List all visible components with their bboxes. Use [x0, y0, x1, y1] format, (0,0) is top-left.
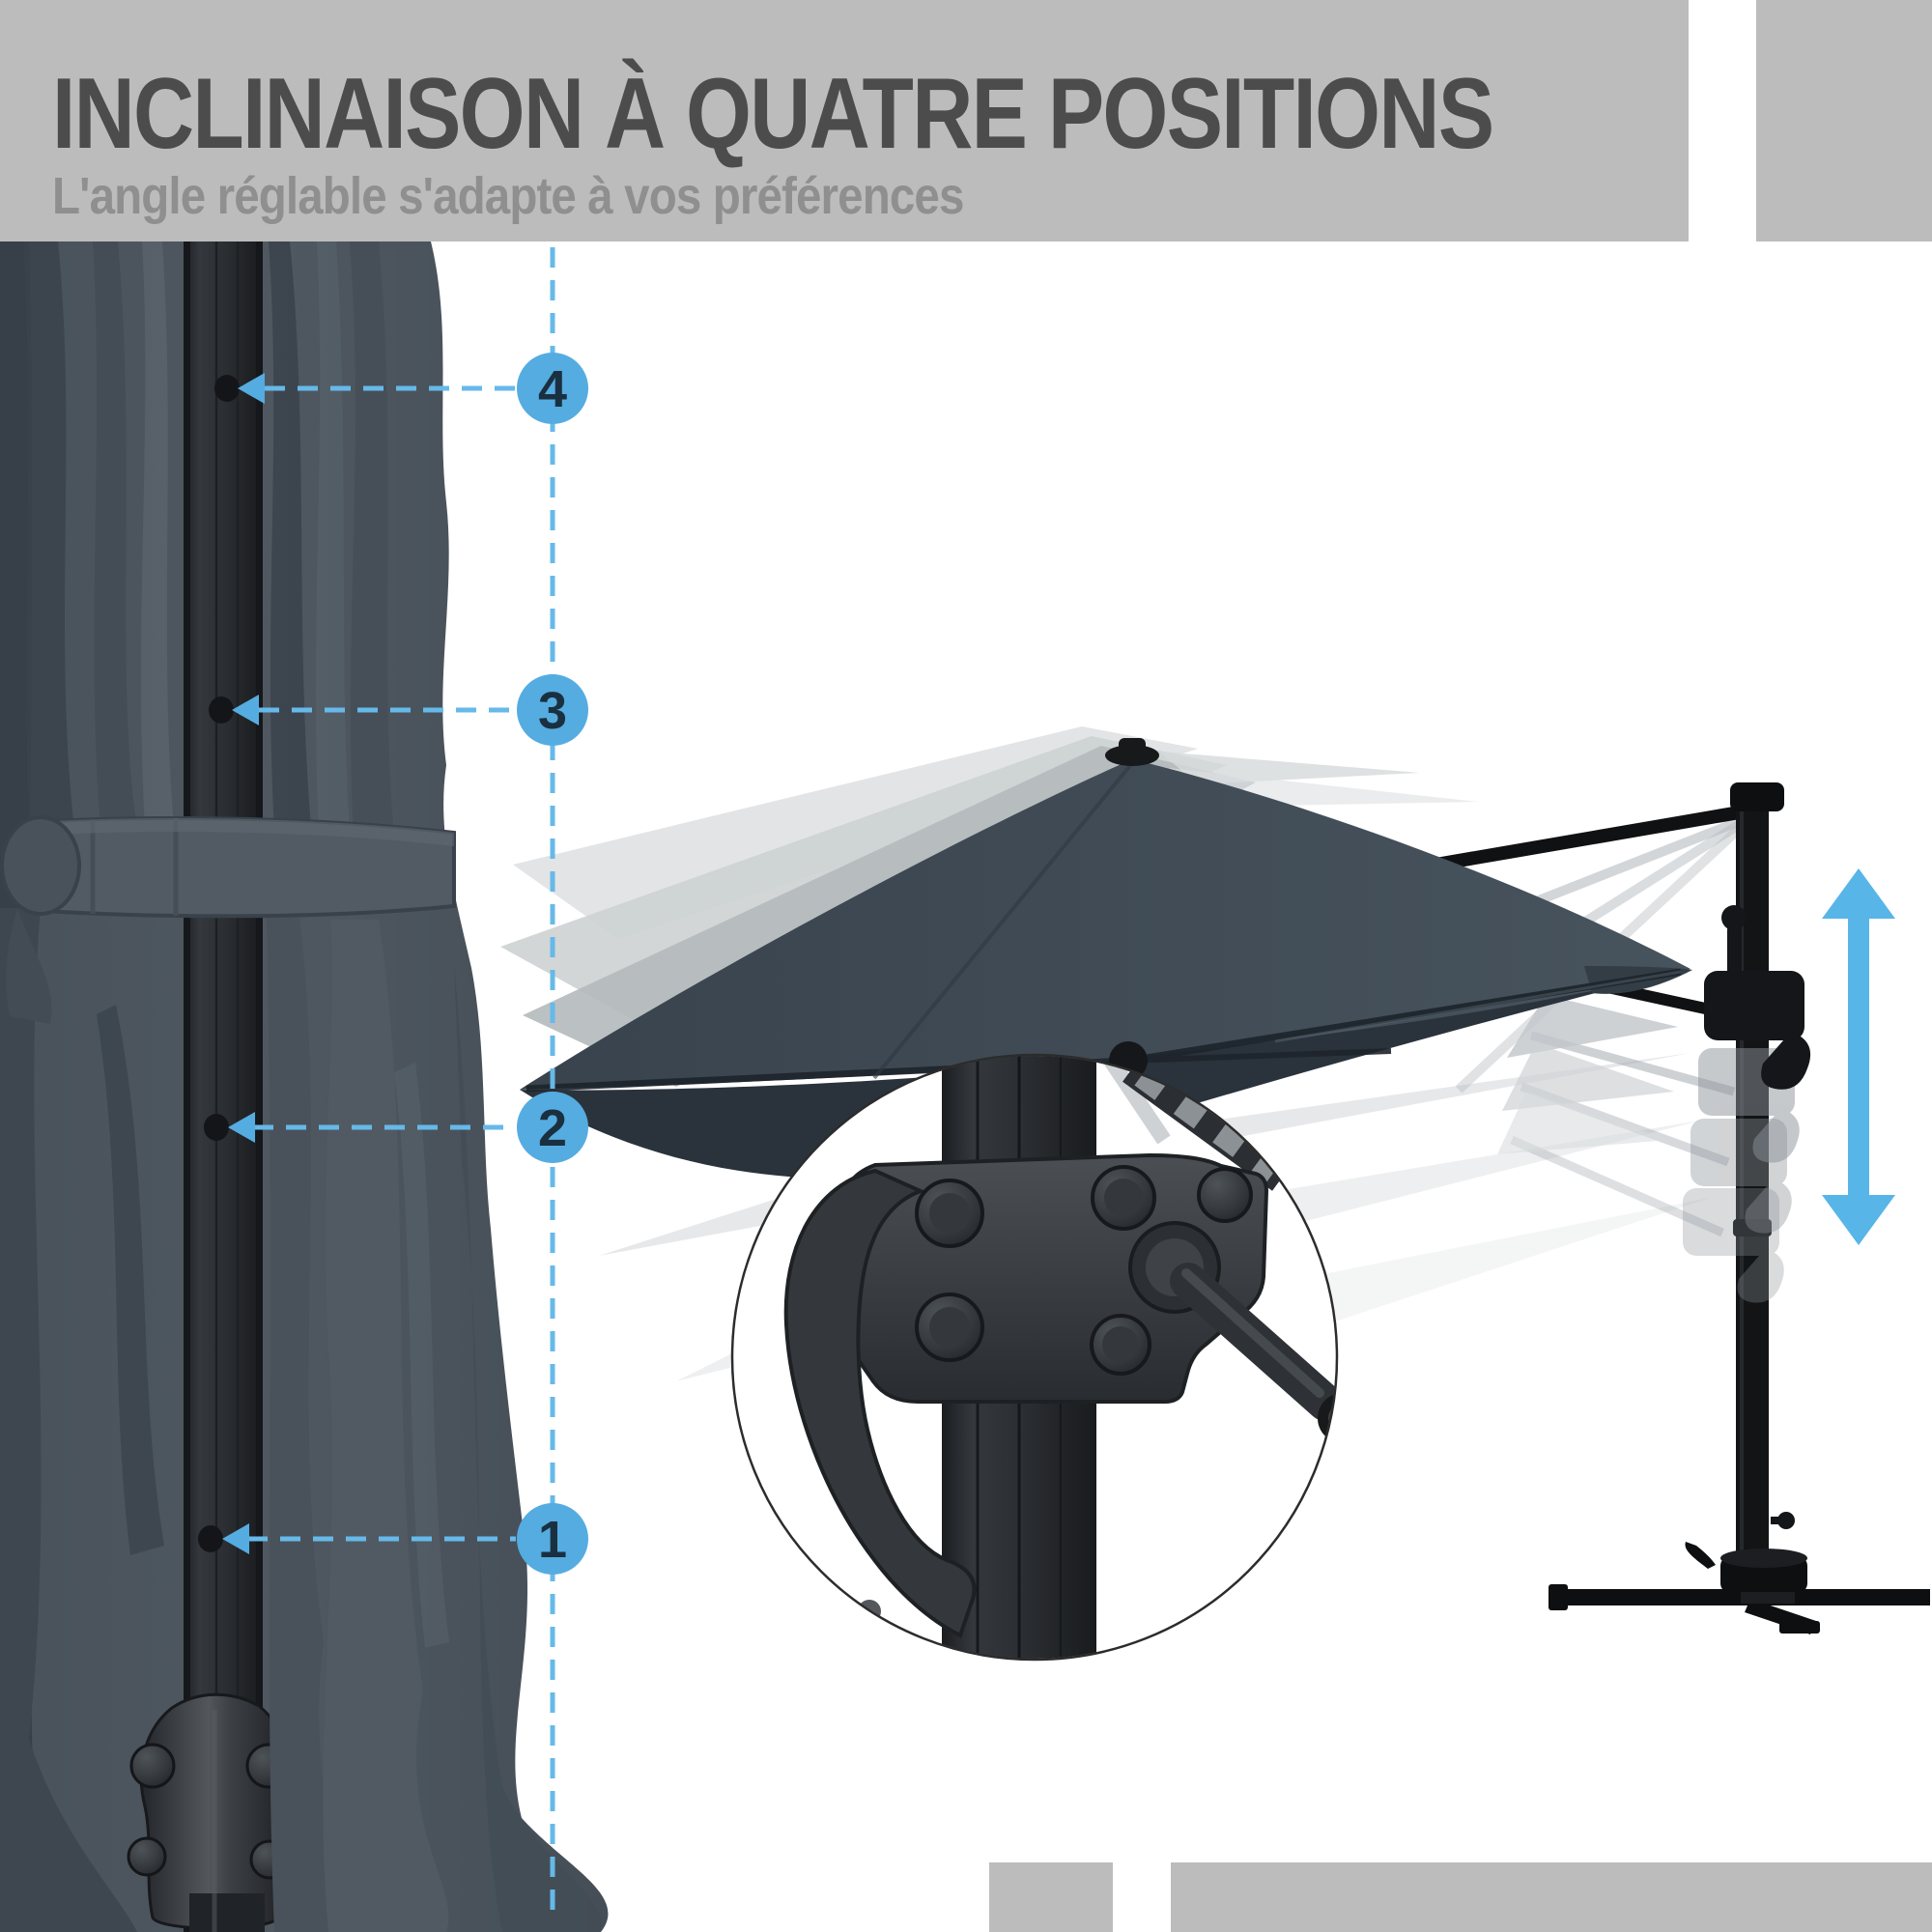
height-adjust-arrow-icon	[1822, 868, 1895, 1245]
position-number: 3	[538, 682, 567, 740]
tilt-callout-4: 4	[238, 353, 588, 424]
inset-border	[730, 1053, 1339, 1662]
mechanism-inset	[730, 1053, 1339, 1662]
numbered-circle-icon	[517, 674, 588, 746]
page-subtitle: L'angle réglable s'adapte à vos préféren…	[52, 167, 964, 225]
arrow-left-icon	[228, 1112, 255, 1143]
rib-hub	[127, 1692, 292, 1932]
tilt-pole	[184, 242, 263, 1932]
strap-knot	[0, 815, 81, 916]
base-foot-pad	[1779, 1621, 1820, 1634]
footer-block-large	[1171, 1862, 1932, 1932]
fabric-crease	[394, 1063, 449, 1648]
numbered-circle-icon	[517, 353, 588, 424]
cross-base	[1548, 1512, 1930, 1634]
fabric-fold	[93, 242, 137, 831]
fabric-fold	[23, 242, 73, 827]
inset-crank-knob	[1318, 1393, 1336, 1443]
tilt-clamp	[1704, 905, 1811, 1090]
tilt-hole-2	[204, 1114, 229, 1141]
header-band-right-block	[1756, 0, 1932, 242]
inset-ghost-strut	[1104, 1056, 1171, 1145]
position-number: 4	[538, 360, 567, 418]
arrow-left-icon	[222, 1523, 249, 1554]
arrow-left-icon	[232, 695, 259, 725]
inset-content	[783, 1056, 1336, 1659]
tilt-callout-3: 3	[232, 674, 588, 746]
tilt-hole-1	[198, 1525, 223, 1552]
numbered-circle-icon	[517, 1503, 588, 1575]
position-number: 1	[538, 1511, 567, 1569]
position-number: 2	[538, 1099, 567, 1157]
pole-collar	[1733, 1219, 1772, 1236]
tilt-hole-3	[209, 696, 234, 724]
page-title: INCLINAISON À QUATRE POSITIONS	[52, 58, 1494, 170]
tilt-callout-1: 1	[222, 1503, 588, 1575]
tie-strap	[0, 815, 456, 1024]
inset-bolts	[915, 1165, 1253, 1376]
hub-bolt	[127, 1836, 167, 1877]
canopy-cap	[1105, 745, 1159, 766]
pole-knob	[1777, 1512, 1795, 1529]
canopy-cap-neck	[1119, 738, 1146, 753]
hub-bolt	[129, 1743, 176, 1789]
tilt-hole-4	[214, 375, 240, 402]
tilt-callout-2: 2	[228, 1092, 588, 1163]
numbered-circle-icon	[517, 1092, 588, 1163]
fabric-drape	[267, 916, 343, 1932]
pole-edge	[256, 242, 263, 1932]
base-leg-cap	[1548, 1584, 1568, 1610]
pole-shaft	[184, 242, 263, 1932]
elbow-joint	[1730, 782, 1784, 811]
footer-block-small	[989, 1862, 1113, 1932]
base-lever	[1685, 1542, 1716, 1569]
fabric-drape	[0, 908, 137, 1932]
arrow-left-icon	[238, 373, 265, 404]
folded-umbrella-photo	[0, 242, 609, 1932]
pole-edge	[184, 242, 190, 1932]
hub-collar	[189, 1893, 265, 1932]
ghost-clamps	[1683, 1048, 1800, 1303]
strap-tail	[6, 908, 52, 1024]
tilt-callouts: 4 3 2 1	[222, 247, 588, 1920]
cantilever-frame	[1548, 782, 1930, 1634]
ghost-canopy-corner	[1502, 1043, 1674, 1111]
fabric-highlight	[141, 242, 174, 829]
fabric-crease	[97, 1005, 164, 1555]
ghost-canopy-corner	[1497, 1092, 1668, 1154]
ghost-canopy-corner	[1507, 995, 1678, 1058]
header-band: INCLINAISON À QUATRE POSITIONS L'angle r…	[0, 0, 1689, 242]
inset-clamp-handle	[783, 1168, 977, 1638]
fabric-drape	[323, 920, 449, 1932]
